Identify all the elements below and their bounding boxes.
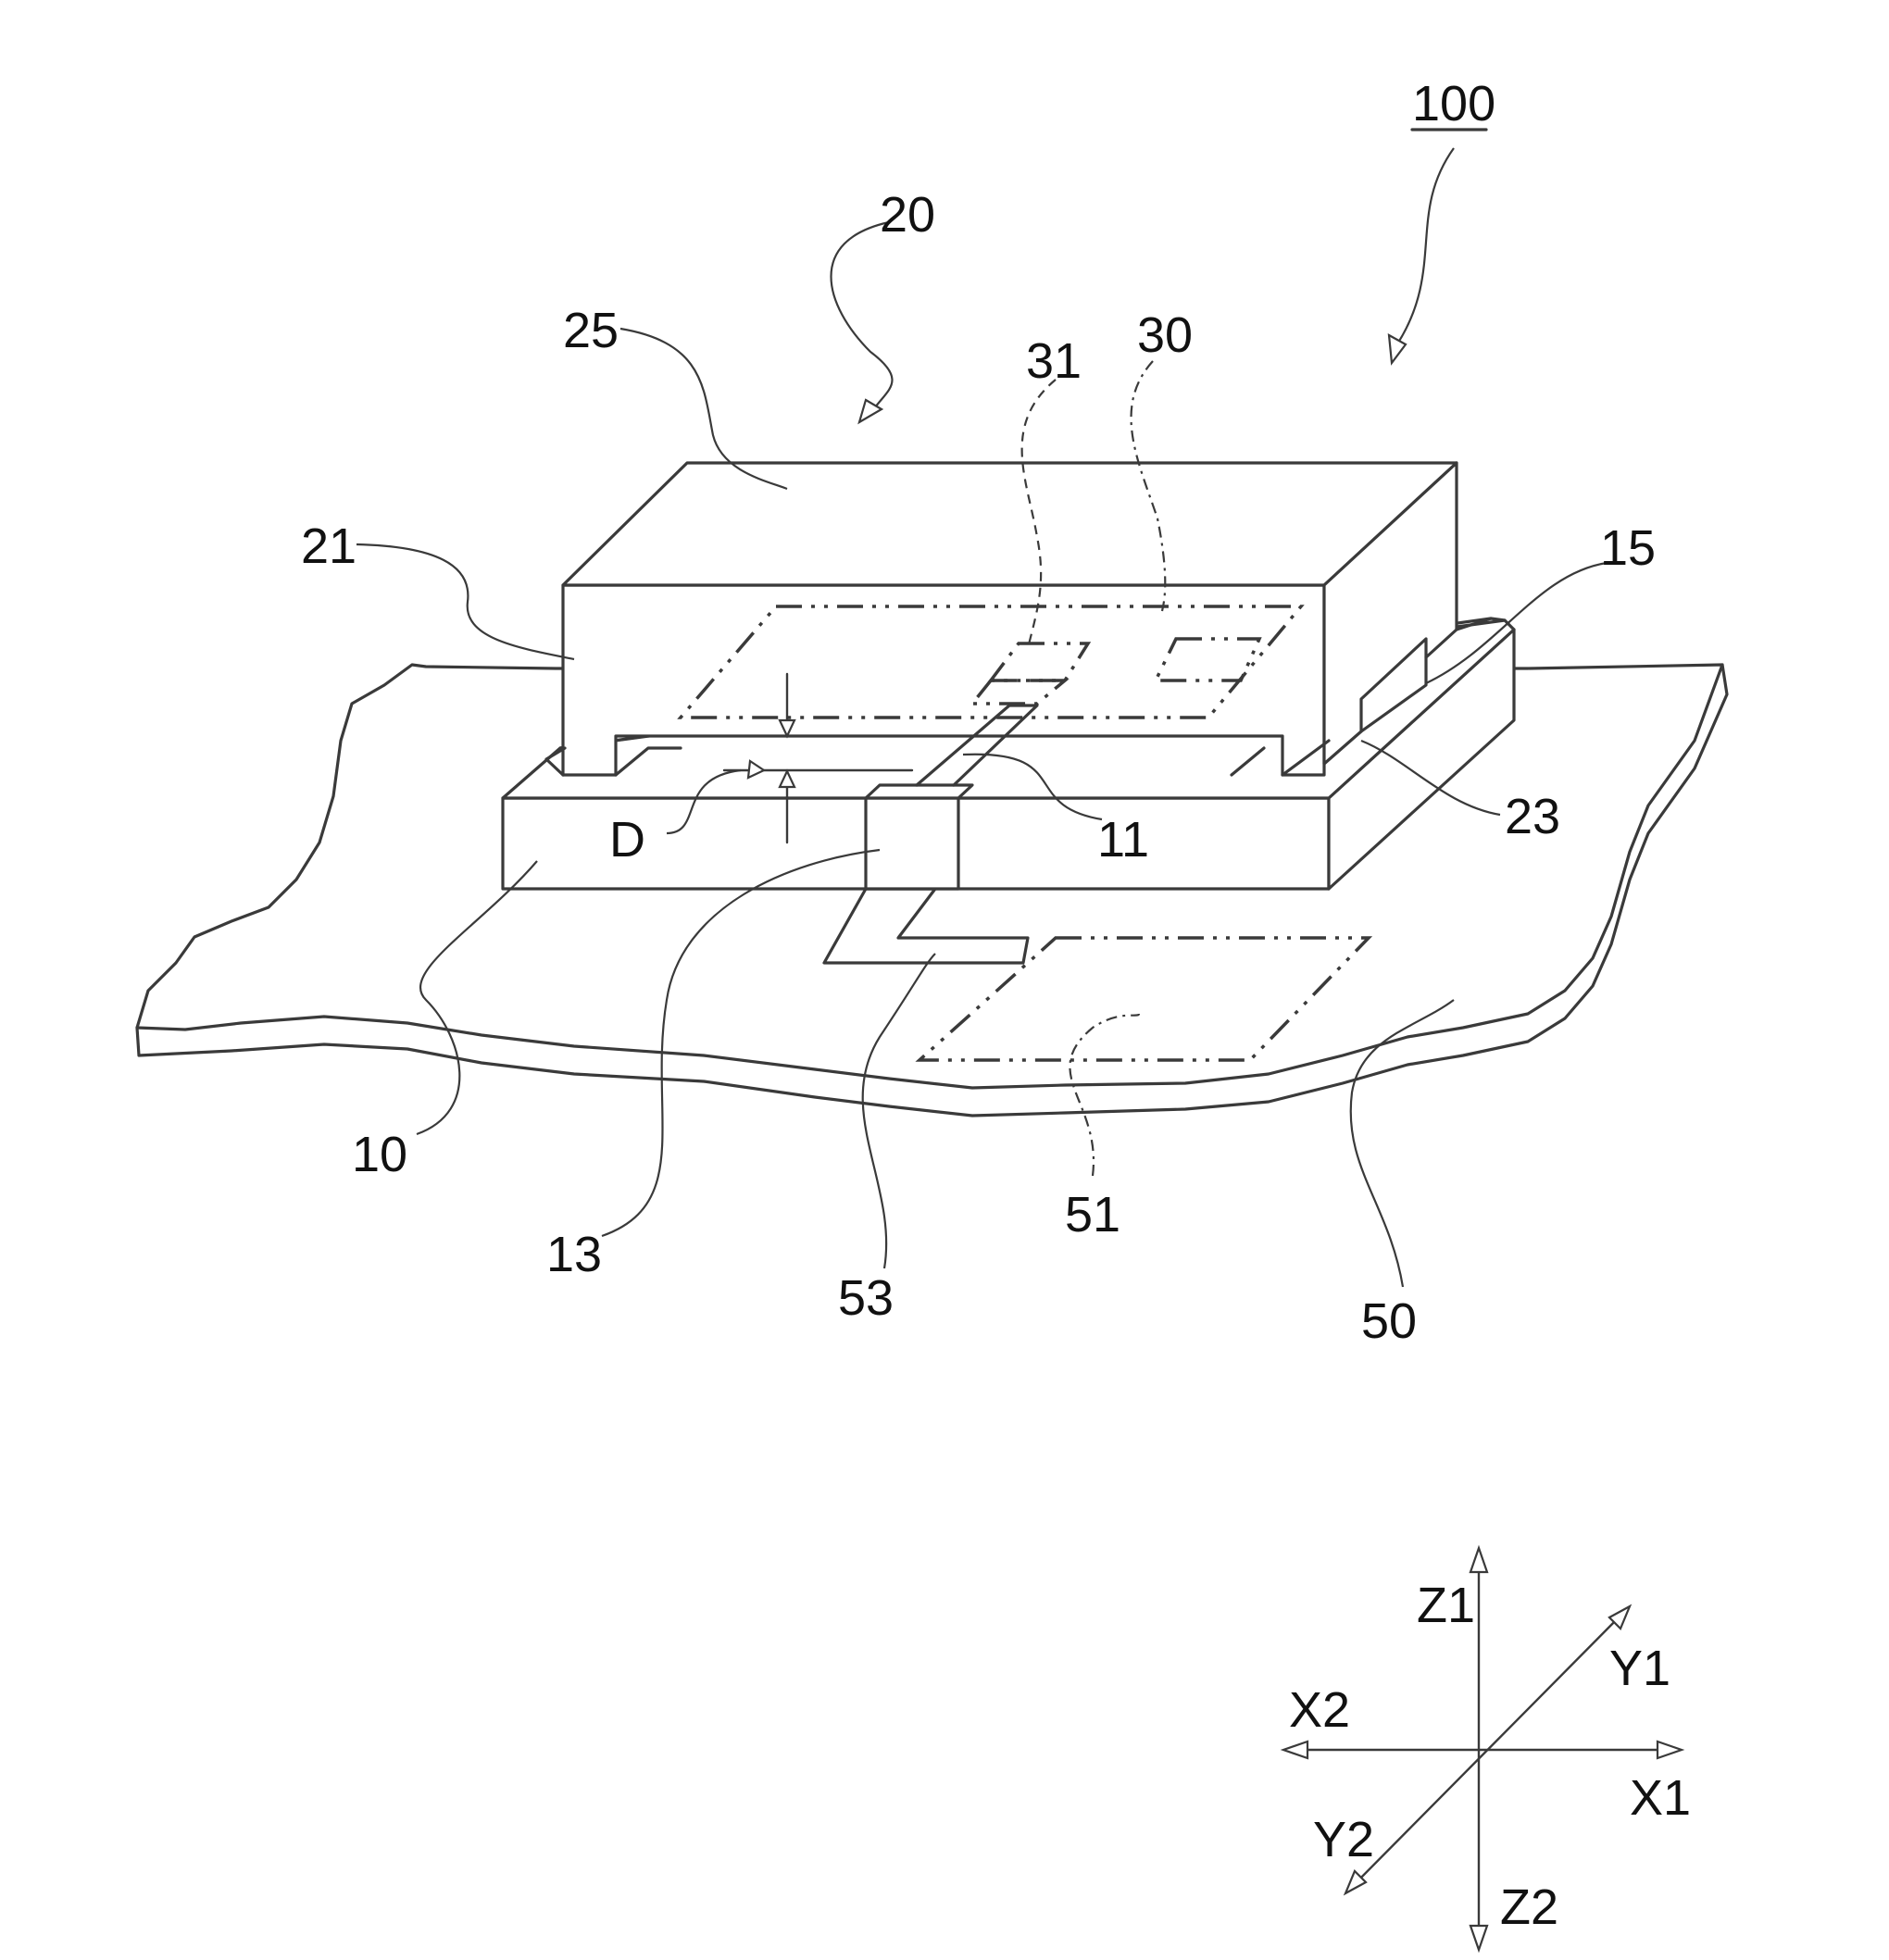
z1-arrowhead: [1470, 1548, 1487, 1572]
z2-arrowhead: [1470, 1926, 1487, 1950]
label-21: 21: [301, 518, 357, 574]
label-11: 11: [1097, 812, 1149, 868]
label-31: 31: [1026, 333, 1082, 389]
label-23: 23: [1505, 789, 1560, 844]
label-10: 10: [352, 1127, 407, 1182]
label-53: 53: [838, 1270, 894, 1326]
label-20: 20: [880, 187, 935, 243]
label-13: 13: [546, 1227, 602, 1282]
leader-21: [357, 544, 574, 659]
axis-label-x2: X2: [1289, 1682, 1350, 1738]
label-50: 50: [1361, 1293, 1417, 1349]
axis-label-z1: Z1: [1417, 1578, 1475, 1633]
leader-100: [1398, 148, 1454, 343]
leader-20: [832, 222, 893, 407]
terminal-13: [866, 785, 972, 889]
antenna-module-20: [546, 463, 1505, 775]
axis-label-z2: Z2: [1500, 1879, 1558, 1935]
x2-arrowhead: [1283, 1742, 1307, 1758]
label-25: 25: [563, 303, 619, 358]
coordinate-axes: [1283, 1548, 1682, 1950]
label-30: 30: [1137, 307, 1193, 363]
label-100: 100: [1412, 76, 1495, 131]
label-d: D: [609, 812, 645, 868]
label-51: 51: [1065, 1187, 1120, 1242]
label-15: 15: [1600, 520, 1656, 576]
leader-100-arrowhead: [1389, 335, 1406, 363]
axis-label-y1: Y1: [1609, 1641, 1670, 1696]
axis-label-y2: Y2: [1313, 1812, 1374, 1867]
x1-arrowhead: [1658, 1742, 1682, 1758]
axis-label-x1: X1: [1630, 1770, 1691, 1826]
